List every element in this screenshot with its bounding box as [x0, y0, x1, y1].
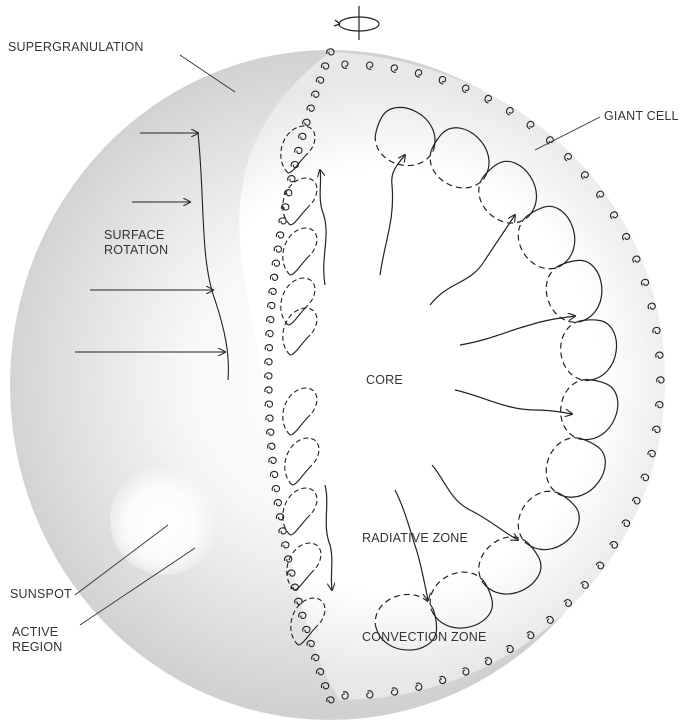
label-active-region-line2: REGION [12, 640, 63, 655]
label-supergranulation: SUPERGRANULATION [8, 40, 144, 55]
label-radiative-zone: RADIATIVE ZONE [362, 531, 468, 546]
label-surface-rotation-line1: SURFACE [104, 228, 168, 243]
label-surface-rotation: SURFACE ROTATION [104, 228, 168, 258]
label-active-region-line1: ACTIVE [12, 625, 63, 640]
label-surface-rotation-line2: ROTATION [104, 243, 168, 258]
label-convection-zone: CONVECTION ZONE [362, 630, 487, 645]
label-giant-cell: GIANT CELL [604, 109, 679, 124]
label-sunspot: SUNSPOT [10, 587, 72, 602]
label-active-region: ACTIVE REGION [12, 625, 63, 655]
label-core: CORE [366, 373, 403, 388]
rotation-axis-icon [334, 6, 379, 40]
active-region-glow [110, 465, 220, 575]
